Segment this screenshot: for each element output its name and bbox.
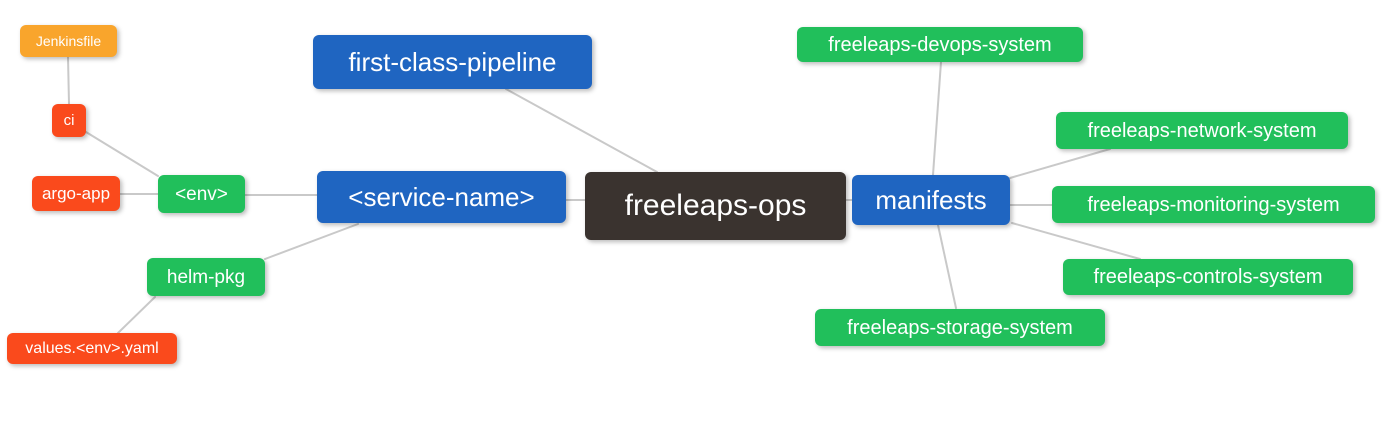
mindmap-node-jenkinsfile[interactable]: Jenkinsfile xyxy=(20,25,117,57)
mindmap-node-values-env-yaml[interactable]: values.<env>.yaml xyxy=(7,333,177,364)
edge-service-name-to-helm-pkg xyxy=(264,223,359,260)
mindmap-node-argo-app[interactable]: argo-app xyxy=(32,176,120,211)
edge-manifests-to-devops-system xyxy=(932,61,942,176)
mindmap-node-monitoring-system[interactable]: freeleaps-monitoring-system xyxy=(1052,186,1375,223)
edge-manifests-to-network-system xyxy=(1009,148,1111,179)
mindmap-node-controls-system[interactable]: freeleaps-controls-system xyxy=(1063,259,1353,295)
edge-manifests-to-storage-system xyxy=(937,224,957,309)
mindmap-node-devops-system[interactable]: freeleaps-devops-system xyxy=(797,27,1083,62)
mindmap-node-first-class-pipeline[interactable]: first-class-pipeline xyxy=(313,35,592,89)
edge-helm-pkg-to-values-env-yaml xyxy=(117,296,156,334)
edge-manifests-to-controls-system xyxy=(1011,222,1141,260)
mindmap-node-env[interactable]: <env> xyxy=(158,175,245,213)
mindmap-node-ci[interactable]: ci xyxy=(52,104,86,137)
mindmap-node-network-system[interactable]: freeleaps-network-system xyxy=(1056,112,1348,149)
mindmap-node-manifests[interactable]: manifests xyxy=(852,175,1010,225)
edge-first-class-pipeline-to-freeleaps-ops xyxy=(505,88,658,173)
mindmap-node-storage-system[interactable]: freeleaps-storage-system xyxy=(815,309,1105,346)
mindmap-node-service-name[interactable]: <service-name> xyxy=(317,171,566,223)
edge-jenkinsfile-to-ci xyxy=(67,56,70,105)
mindmap-node-helm-pkg[interactable]: helm-pkg xyxy=(147,258,265,296)
edge-ci-to-env xyxy=(85,131,159,177)
mindmap-node-freeleaps-ops[interactable]: freeleaps-ops xyxy=(585,172,846,240)
